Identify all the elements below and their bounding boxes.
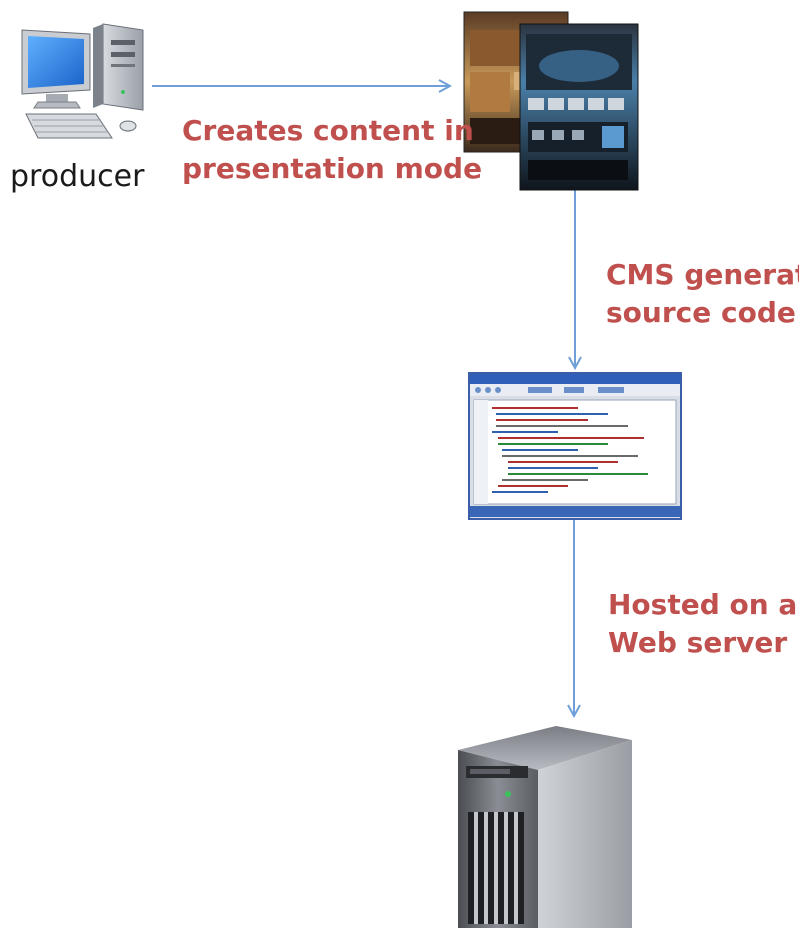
producer-label: producer xyxy=(10,159,145,194)
edge-label-line: Creates content in xyxy=(182,114,474,147)
code-editor-window-icon xyxy=(468,372,682,520)
website-layouts-icon xyxy=(462,10,644,194)
edge-label-cms-generate: CMS generate source code xyxy=(606,256,799,332)
edge-label-creates-content: Creates content in presentation mode xyxy=(182,112,482,188)
edge-label-line: presentation mode xyxy=(182,152,483,185)
edge-label-line: Hosted on a xyxy=(608,588,798,621)
edge-label-line: Web server xyxy=(608,626,788,659)
edge-label-hosted: Hosted on a Web server xyxy=(608,586,797,662)
desktop-computer-icon xyxy=(8,22,158,152)
server-tower-icon xyxy=(456,722,634,929)
edge-label-line: source code xyxy=(606,296,796,329)
edge-label-line: CMS generate xyxy=(606,258,799,291)
